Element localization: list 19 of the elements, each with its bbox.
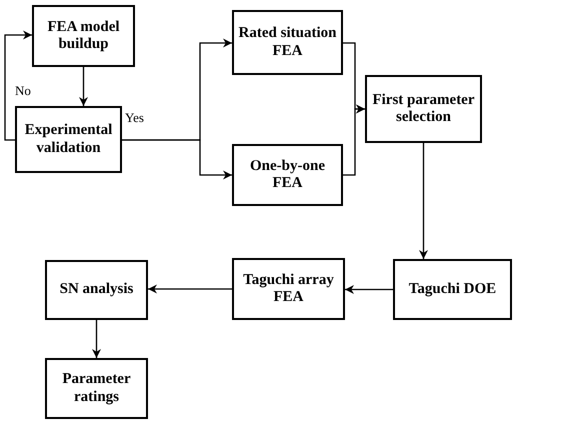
process-box: One-by-one FEA — [232, 144, 343, 206]
edge-label: No — [14, 84, 32, 97]
process-box: First parameter selection — [365, 75, 482, 143]
edge-label: Yes — [124, 111, 145, 124]
arrow — [92, 320, 101, 358]
process-box: Rated situation FEA — [232, 10, 343, 75]
arrow — [148, 284, 232, 294]
process-box: FEA model buildup — [32, 5, 135, 67]
process-box: SN analysis — [45, 260, 148, 320]
process-box: Taguchi array FEA — [232, 258, 345, 320]
arrow — [122, 139, 232, 180]
process-box: Taguchi DOE — [393, 259, 512, 320]
arrow — [79, 67, 88, 106]
arrow — [343, 104, 365, 176]
arrow — [4, 30, 32, 141]
arrow — [419, 143, 428, 259]
arrow — [345, 285, 393, 294]
process-box: Parameter ratings — [45, 358, 148, 419]
process-box: Experimental validation — [15, 106, 122, 173]
